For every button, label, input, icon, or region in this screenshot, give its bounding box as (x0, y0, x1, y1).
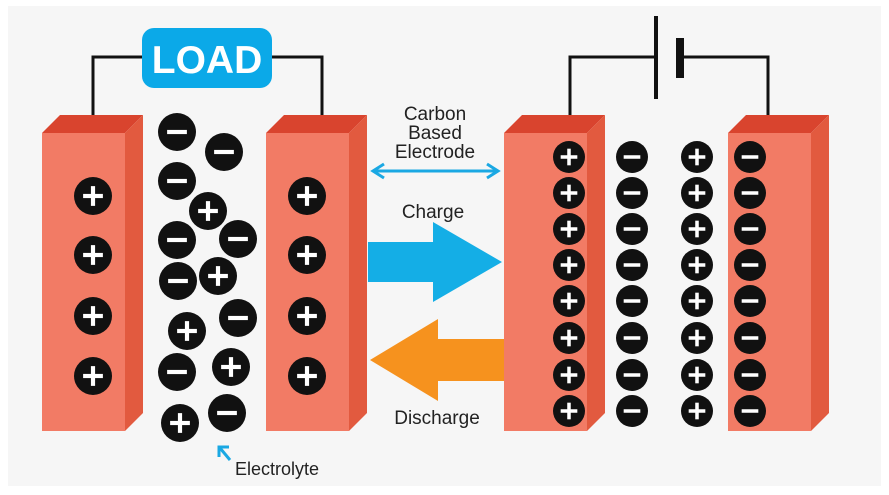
load-box: LOAD (142, 28, 272, 88)
plus-ion-icon (681, 359, 713, 391)
plus-ion-icon (168, 312, 206, 350)
plus-ion-icon (288, 177, 326, 215)
plus-ion-icon (553, 141, 585, 173)
minus-ion-icon (616, 249, 648, 281)
minus-ion-icon (734, 285, 766, 317)
electrolyte-pointer-icon (217, 445, 232, 461)
plus-ion-icon (161, 404, 199, 442)
electrolyte-label: Electrolyte (235, 459, 319, 479)
minus-ion-icon (734, 213, 766, 245)
plus-ion-icon (553, 177, 585, 209)
load-label: LOAD (152, 39, 263, 82)
discharge-arrow-icon (370, 319, 504, 401)
minus-ion-icon (205, 133, 243, 171)
plus-ion-icon (288, 357, 326, 395)
minus-ion-icon (159, 262, 197, 300)
plus-ion-icon (212, 348, 250, 386)
plus-ion-icon (681, 395, 713, 427)
plus-ion-icon (288, 236, 326, 274)
minus-ion-icon (616, 141, 648, 173)
plus-ion-icon (288, 297, 326, 335)
plus-ion-icon (553, 395, 585, 427)
battery-symbol-icon (654, 16, 684, 99)
charge-arrow-icon (368, 222, 502, 302)
plus-ion-icon (199, 257, 237, 295)
minus-ion-icon (158, 162, 196, 200)
plus-ion-icon (681, 322, 713, 354)
plus-ion-icon (681, 141, 713, 173)
minus-ion-icon (616, 359, 648, 391)
plus-ion-icon (189, 192, 227, 230)
plus-ion-icon (74, 177, 112, 215)
charge-label: Charge (402, 202, 464, 223)
minus-ion-icon (734, 141, 766, 173)
plus-ion-icon (553, 213, 585, 245)
plus-ion-icon (553, 249, 585, 281)
plus-ion-icon (553, 285, 585, 317)
minus-ion-icon (616, 213, 648, 245)
minus-ion-icon (158, 353, 196, 391)
electrode-label: Carbon Based Electrode (395, 104, 475, 163)
minus-ion-icon (219, 299, 257, 337)
minus-ion-icon (734, 322, 766, 354)
plus-ion-icon (553, 359, 585, 391)
load-wires (91, 55, 324, 125)
minus-ion-icon (219, 220, 257, 258)
minus-ion-icon (208, 394, 246, 432)
plus-ion-icon (74, 357, 112, 395)
minus-ion-icon (616, 177, 648, 209)
minus-ion-icon (734, 177, 766, 209)
battery-wires (568, 55, 770, 125)
plus-ion-icon (74, 297, 112, 335)
minus-ion-icon (158, 113, 196, 151)
discharge-label: Discharge (394, 408, 480, 429)
minus-ion-icon (616, 395, 648, 427)
minus-ion-icon (616, 322, 648, 354)
minus-ion-icon (734, 395, 766, 427)
minus-ion-icon (616, 285, 648, 317)
plus-ion-icon (681, 213, 713, 245)
double-headed-arrow-icon (370, 162, 501, 180)
plus-ion-icon (681, 177, 713, 209)
electrode-label-line-2: Based (408, 123, 462, 144)
plus-ion-icon (553, 322, 585, 354)
plus-ion-icon (681, 249, 713, 281)
plus-ion-icon (681, 285, 713, 317)
minus-ion-icon (158, 221, 196, 259)
minus-ion-icon (734, 359, 766, 391)
electrode-label-line-1: Carbon (404, 104, 466, 125)
electrode-label-line-3: Electrode (395, 142, 475, 163)
plus-ion-icon (74, 236, 112, 274)
minus-ion-icon (734, 249, 766, 281)
